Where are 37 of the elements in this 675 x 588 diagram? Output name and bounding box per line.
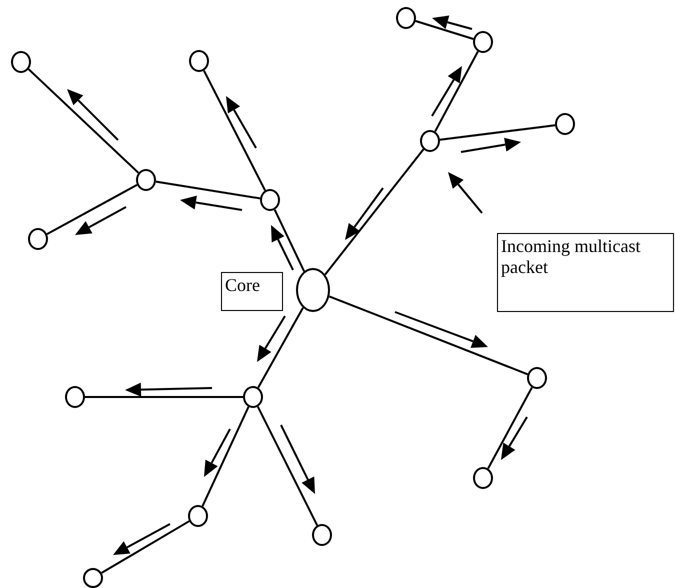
router-circle — [555, 113, 575, 135]
link-line — [203, 70, 266, 191]
link-line — [274, 209, 305, 272]
router-circle — [260, 189, 280, 211]
label-box — [497, 233, 674, 312]
router-circle — [189, 50, 209, 72]
router-circle — [312, 524, 332, 546]
router-circle — [473, 467, 493, 489]
router-circle — [396, 7, 416, 29]
link-line — [256, 406, 318, 526]
router-circle — [65, 386, 85, 408]
link-line — [487, 387, 533, 469]
box-label: Core — [225, 275, 261, 296]
router-circle — [420, 130, 440, 152]
link-line — [440, 124, 556, 141]
link-line — [156, 180, 260, 200]
router-circle — [188, 505, 208, 527]
link-line — [328, 295, 528, 376]
link-line — [434, 51, 479, 132]
router-circle — [243, 386, 263, 408]
link-line — [202, 406, 250, 507]
label-box — [221, 272, 283, 311]
link-line — [28, 68, 140, 174]
router-circle — [83, 568, 103, 588]
router-circle — [136, 169, 156, 191]
link-line — [46, 184, 138, 235]
router-circle — [28, 228, 48, 250]
router-circle — [527, 367, 547, 389]
link-line — [415, 20, 474, 40]
link-line — [257, 307, 304, 388]
router-circle — [296, 268, 330, 312]
link-line — [324, 148, 424, 276]
box-label: Incoming multicast packet — [501, 236, 642, 278]
link-line — [85, 396, 243, 398]
router-circle — [473, 31, 493, 53]
router-circle — [11, 51, 31, 73]
link-line — [101, 520, 190, 574]
